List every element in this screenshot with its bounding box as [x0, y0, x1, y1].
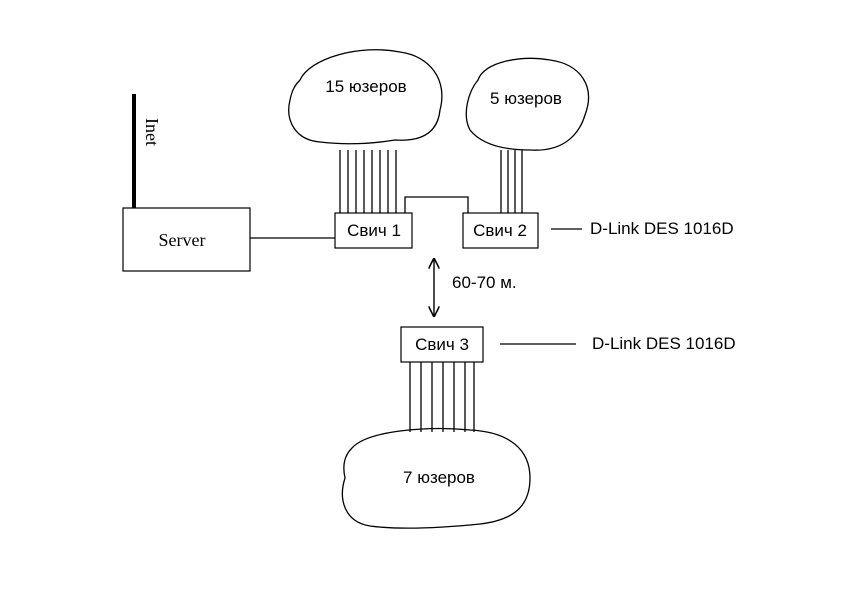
- cloud2-wires: [500, 150, 523, 213]
- switch-1-box: [334, 212, 413, 249]
- cloud-7-users: [341, 427, 531, 529]
- cloud-5-users: [465, 57, 590, 151]
- model-label-1: D-Link DES 1016D: [590, 219, 734, 238]
- switch-3-box: [400, 326, 484, 363]
- switch1-switch2-link: [404, 196, 469, 213]
- switch-3-label: Свич 3: [415, 335, 469, 354]
- server-box: [122, 207, 251, 272]
- switch-1-label: Свич 1: [347, 221, 401, 240]
- cloud3-wires: [409, 362, 475, 432]
- cloud1-label: 15 юзеров: [325, 77, 406, 96]
- distance-label: 60-70 м.: [452, 273, 517, 292]
- switch-2-box: [462, 212, 539, 249]
- model-label-2: D-Link DES 1016D: [592, 334, 736, 353]
- server-label: Server: [159, 230, 206, 250]
- cloud-15-users: [288, 49, 443, 145]
- antenna-label: Inet: [142, 118, 162, 146]
- switch-2-label: Свич 2: [473, 221, 527, 240]
- cloud2-label: 5 юзеров: [490, 89, 562, 108]
- cloud3-label: 7 юзеров: [403, 468, 475, 487]
- cloud1-wires: [339, 150, 397, 213]
